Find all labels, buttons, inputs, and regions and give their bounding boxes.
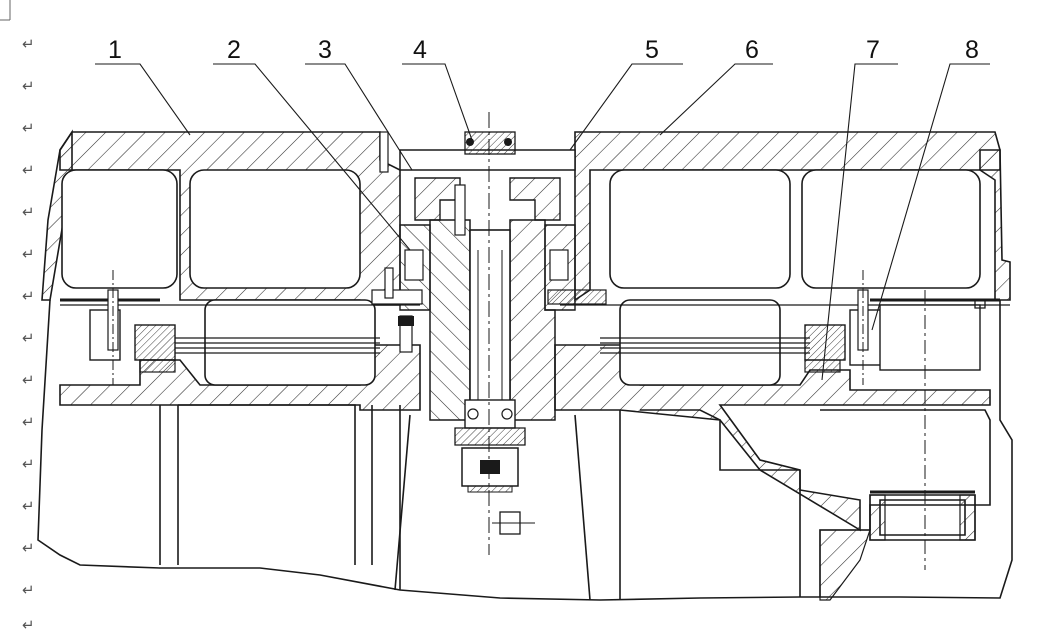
paragraph-mark: ↵	[22, 497, 35, 515]
cavity	[189, 169, 361, 289]
paragraph-mark: ↵	[22, 203, 35, 221]
central-spindle	[371, 112, 607, 555]
paragraph-mark: ↵	[22, 35, 35, 53]
leader-line-2	[213, 63, 411, 251]
cavity	[61, 169, 178, 289]
left-clamp	[89, 270, 176, 385]
callout-8: 8	[965, 36, 979, 64]
callout-6: 6	[745, 36, 759, 64]
paragraph-marks: ↵ ↵ ↵ ↵ ↵ ↵ ↵ ↵ ↵ ↵ ↵ ↵ ↵ ↵ ↵	[22, 35, 35, 634]
leader-line-7	[821, 63, 898, 381]
housing-cavities	[61, 169, 981, 386]
paragraph-mark: ↵	[22, 539, 35, 557]
paragraph-mark: ↵	[22, 616, 35, 634]
cavity	[801, 169, 981, 289]
paragraph-mark: ↵	[22, 77, 35, 95]
paragraph-mark: ↵	[22, 455, 35, 473]
paragraph-mark: ↵	[22, 119, 35, 137]
callout-7: 7	[866, 36, 880, 64]
callout-5: 5	[645, 36, 659, 64]
callout-3: 3	[318, 36, 332, 64]
paragraph-mark: ↵	[22, 245, 35, 263]
guide-rails	[60, 298, 1010, 354]
paragraph-mark: ↵	[22, 161, 35, 179]
leader-line-4	[402, 63, 473, 141]
paragraph-mark: ↵	[22, 329, 35, 347]
callout-4: 4	[413, 36, 427, 64]
leader-line-6	[659, 63, 773, 136]
callout-1: 1	[108, 36, 122, 64]
callout-2: 2	[227, 36, 241, 64]
paragraph-mark: ↵	[22, 413, 35, 431]
leader-line-5	[569, 63, 683, 151]
right-bearing-seat	[819, 490, 976, 601]
right-clamp	[804, 270, 1000, 570]
leader-lines	[95, 63, 990, 381]
leader-line-8	[871, 63, 990, 331]
paragraph-mark: ↵	[22, 581, 35, 599]
paragraph-mark: ↵	[22, 287, 35, 305]
page-corner-mark	[0, 0, 11, 21]
callouts: 1 2 3 4 5 6 7 8	[108, 36, 979, 64]
paragraph-mark: ↵	[22, 371, 35, 389]
leader-line-1	[95, 63, 191, 136]
leader-line-3	[305, 63, 413, 171]
cavity	[609, 169, 791, 289]
